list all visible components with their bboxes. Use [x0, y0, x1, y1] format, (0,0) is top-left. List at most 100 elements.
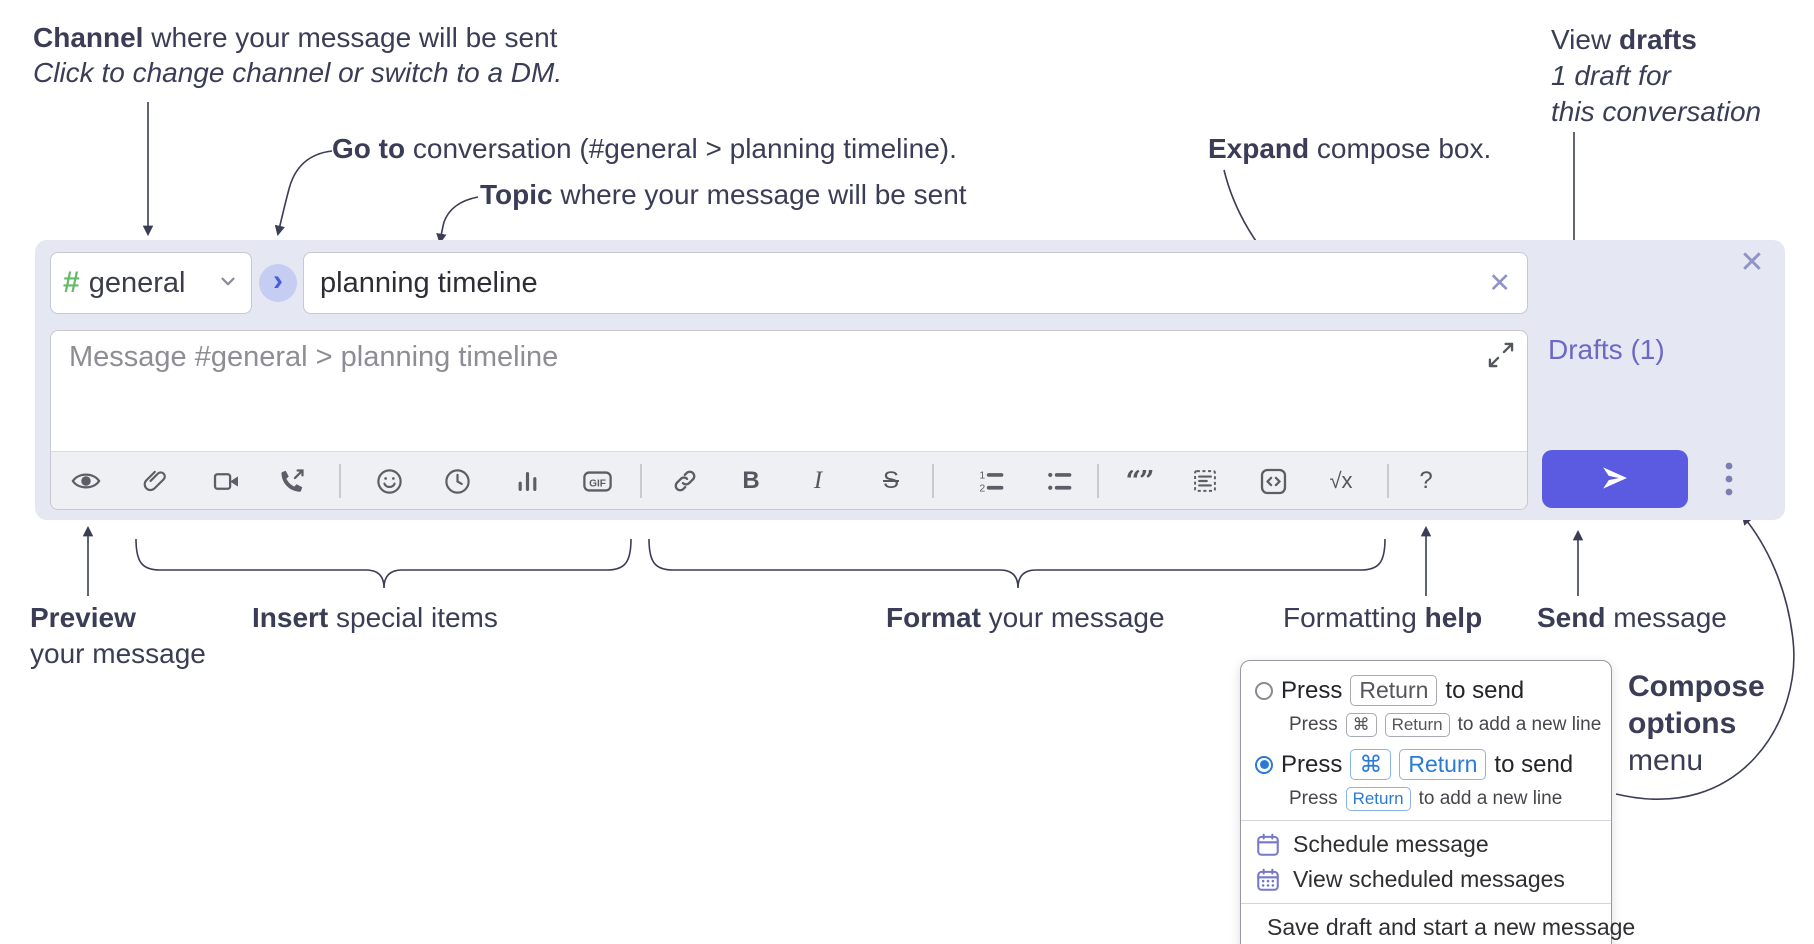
channel-annotation-rest: where your message will be sent [143, 22, 558, 53]
format-brace [648, 538, 1386, 589]
spoiler-icon[interactable] [1187, 463, 1223, 499]
sub-suffix: to add a new line [1418, 788, 1563, 809]
topic-input[interactable]: planning timeline ✕ [303, 252, 1528, 314]
toolbar-divider [1387, 464, 1389, 498]
channel-name: general [88, 266, 186, 299]
svg-text:GIF: GIF [589, 478, 606, 489]
preview-annotation: Preview your message [30, 600, 206, 672]
insert-brace [135, 538, 632, 589]
send-annotation-bold: Send [1537, 602, 1606, 633]
gif-icon[interactable]: GIF [579, 463, 615, 499]
format-annotation: Format your message [886, 600, 1165, 635]
insert-annotation: Insert special items [252, 600, 498, 635]
expand-annotation: Expand compose box. [1208, 131, 1491, 166]
cmd-enter-suffix: to send [1494, 750, 1574, 778]
compose-options-line3: menu [1628, 744, 1704, 777]
svg-text:1: 1 [979, 470, 985, 482]
option-enter-sends-subtext: Press ⌘ Return to add a new line [1241, 710, 1611, 740]
formatting-help-icon[interactable]: ? [1419, 467, 1433, 494]
link-icon[interactable] [667, 463, 703, 499]
compose-options-menu-button[interactable] [1715, 452, 1743, 506]
vertical-dots-icon [1725, 462, 1733, 496]
channel-selector[interactable]: # general [50, 252, 252, 314]
return-keycap-blue: Return [1399, 749, 1487, 780]
attach-file-icon[interactable] [136, 463, 172, 499]
poll-icon[interactable] [509, 463, 545, 499]
close-compose-icon[interactable]: ✕ [1739, 246, 1765, 279]
return-keycap-blue: Return [1345, 787, 1411, 811]
strikethrough-icon[interactable]: S [882, 467, 899, 494]
topic-annotation-rest: where your message will be sent [552, 179, 967, 210]
send-annotation-rest: message [1605, 602, 1727, 633]
message-box: Message #general > planning timeline [50, 330, 1528, 510]
view-scheduled-label: View scheduled messages [1293, 866, 1565, 892]
toolbar-divider [640, 464, 642, 498]
insert-annotation-bold: Insert [252, 602, 329, 633]
sub-press: Press [1289, 714, 1338, 735]
chevron-down-icon [217, 270, 239, 297]
formatting-help-regular: Formatting [1283, 602, 1425, 633]
option-cmd-enter-sends[interactable]: Press ⌘ Return to send [1241, 746, 1611, 783]
emoji-icon[interactable] [371, 463, 407, 499]
compose-options-line2: options [1628, 707, 1737, 740]
compose-options-annotation: Compose options menu [1628, 668, 1765, 779]
return-keycap: Return [1384, 713, 1450, 737]
send-button[interactable] [1542, 450, 1688, 508]
menu-divider [1241, 903, 1611, 904]
return-keycap: Return [1350, 675, 1438, 706]
format-annotation-bold: Format [886, 602, 981, 633]
send-annotation: Send message [1537, 600, 1727, 635]
italic-icon[interactable]: I [813, 467, 823, 494]
menu-item-view-scheduled[interactable]: View scheduled messages [1241, 862, 1611, 897]
clear-topic-icon[interactable]: ✕ [1488, 267, 1511, 298]
save-draft-label: Save draft and start a new message [1267, 914, 1636, 940]
sub-press: Press [1289, 788, 1338, 809]
expand-annotation-rest: compose box. [1309, 133, 1492, 164]
formatting-help-bold: help [1424, 602, 1483, 633]
goto-connector-line [274, 150, 333, 237]
goto-annotation-bold: Go to [332, 133, 406, 164]
goto-conversation-button[interactable]: › [259, 264, 297, 302]
cmd-keycap: ⌘ [1345, 713, 1377, 737]
radio-selected-icon[interactable] [1255, 755, 1273, 774]
channel-annotation: Channel where your message will be sent … [33, 20, 562, 90]
code-icon[interactable] [1255, 463, 1291, 499]
view-drafts-line2: 1 draft for [1551, 60, 1671, 91]
preview-annotation-bold: Preview [30, 602, 136, 633]
menu-divider [1241, 820, 1611, 821]
video-call-icon[interactable] [208, 463, 244, 499]
view-drafts-bold: drafts [1618, 24, 1697, 55]
channel-annotation-sub: Click to change channel or switch to a D… [33, 57, 563, 88]
compose-box: ✕ # general › planning timeline ✕ Drafts… [35, 240, 1785, 520]
time-icon[interactable] [439, 463, 475, 499]
view-drafts-line3: this conversation [1551, 96, 1762, 127]
bold-icon[interactable]: B [742, 467, 760, 494]
radio-unselected-icon[interactable] [1255, 681, 1273, 700]
view-drafts-regular: View [1551, 24, 1619, 55]
quote-icon[interactable]: “” [1125, 465, 1154, 497]
drafts-link[interactable]: Drafts (1) [1548, 334, 1665, 365]
preview-annotation-line2: your message [30, 638, 206, 669]
audio-call-icon[interactable] [274, 463, 310, 499]
toolbar-divider [932, 464, 934, 498]
menu-item-save-draft[interactable]: Save draft and start a new message [1241, 910, 1635, 944]
topic-value: planning timeline [320, 266, 538, 299]
channel-annotation-bold: Channel [33, 22, 144, 53]
expand-compose-icon[interactable] [1487, 341, 1515, 374]
compose-options-line1: Compose [1628, 670, 1765, 703]
enter-sends-suffix: to send [1445, 676, 1525, 704]
option-cmd-enter-sends-subtext: Press Return to add a new line [1241, 784, 1611, 814]
option-enter-sends[interactable]: Press Return to send [1241, 672, 1611, 709]
message-textarea[interactable]: Message #general > planning timeline [51, 331, 1527, 452]
compose-options-menu: Press Return to send Press ⌘ Return to a… [1240, 660, 1635, 944]
math-icon[interactable]: √x [1329, 468, 1353, 493]
menu-item-schedule-message[interactable]: Schedule message [1241, 827, 1611, 862]
preview-icon[interactable] [68, 463, 104, 499]
insert-annotation-rest: special items [328, 602, 498, 633]
bulleted-list-icon[interactable] [1041, 463, 1077, 499]
topic-connector-line [436, 196, 479, 245]
cmd-enter-press: Press [1281, 750, 1343, 778]
calendar-icon [1257, 833, 1279, 856]
